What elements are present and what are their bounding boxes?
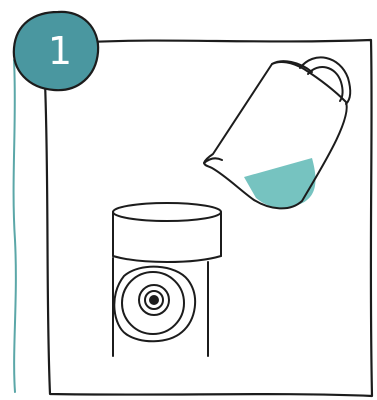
camera-lens [149,295,159,305]
step-number: 1 [48,29,72,73]
pitcher-icon [204,57,350,208]
accent-line [14,60,16,392]
camera-device-icon [113,203,221,356]
step-badge: 1 [14,12,98,90]
